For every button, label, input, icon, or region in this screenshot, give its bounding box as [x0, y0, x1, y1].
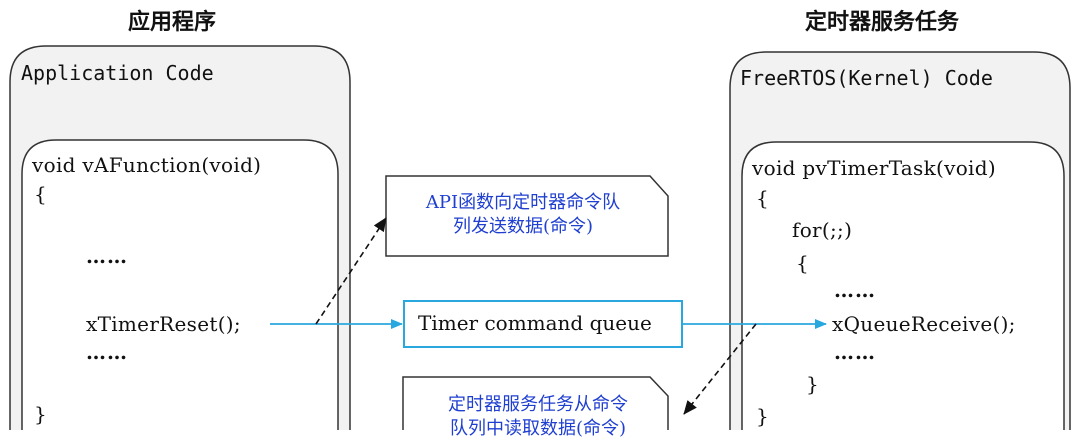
- app-timer-reset-call: xTimerReset();: [86, 312, 241, 336]
- kernel-close-brace: }: [756, 404, 770, 428]
- kernel-queue-receive-call: xQueueReceive();: [832, 312, 1016, 336]
- receive-note-text: 定时器服务任务从命令 队列中读取数据(命令): [405, 393, 671, 441]
- send-note-box: [385, 175, 669, 257]
- diagram-canvas: [9, 45, 1071, 430]
- kernel-inner-close-brace: }: [806, 372, 820, 396]
- app-function-signature: void vAFunction(void): [32, 153, 262, 177]
- kernel-ellipsis-1: ……: [834, 278, 876, 302]
- timer-task-heading: 定时器服务任务: [805, 10, 960, 35]
- app-open-brace: {: [34, 182, 48, 206]
- receive-note-line-2: 队列中读取数据(命令): [449, 418, 627, 439]
- app-function-panel: [21, 139, 339, 430]
- app-heading: 应用程序: [128, 10, 217, 35]
- send-note-line-1: API函数向定时器命令队: [425, 192, 621, 213]
- app-ellipsis-1: ……: [86, 244, 128, 268]
- queue-label: Timer command queue: [418, 311, 652, 335]
- receive-note-box: [402, 376, 669, 430]
- kernel-panel-caption: FreeRTOS(Kernel) Code: [740, 66, 993, 90]
- kernel-ellipsis-2: ……: [834, 340, 876, 364]
- app-panel-caption: Application Code: [21, 61, 214, 85]
- receive-note-line-1: 定时器服务任务从命令: [448, 394, 628, 415]
- send-note-line-2: 列发送数据(命令): [452, 216, 594, 237]
- kernel-function-panel: [741, 141, 1065, 430]
- app-ellipsis-2: ……: [86, 340, 128, 364]
- kernel-for-loop: for(;;): [792, 218, 853, 242]
- kernel-function-signature: void pvTimerTask(void): [752, 156, 996, 180]
- send-note-pointer: [315, 217, 387, 325]
- queue-box: [403, 300, 683, 348]
- send-note-text: API函数向定时器命令队 列发送数据(命令): [390, 191, 656, 239]
- kernel-open-brace: {: [756, 186, 770, 210]
- kernel-inner-open-brace: {: [796, 251, 810, 275]
- app-close-brace: }: [34, 402, 48, 426]
